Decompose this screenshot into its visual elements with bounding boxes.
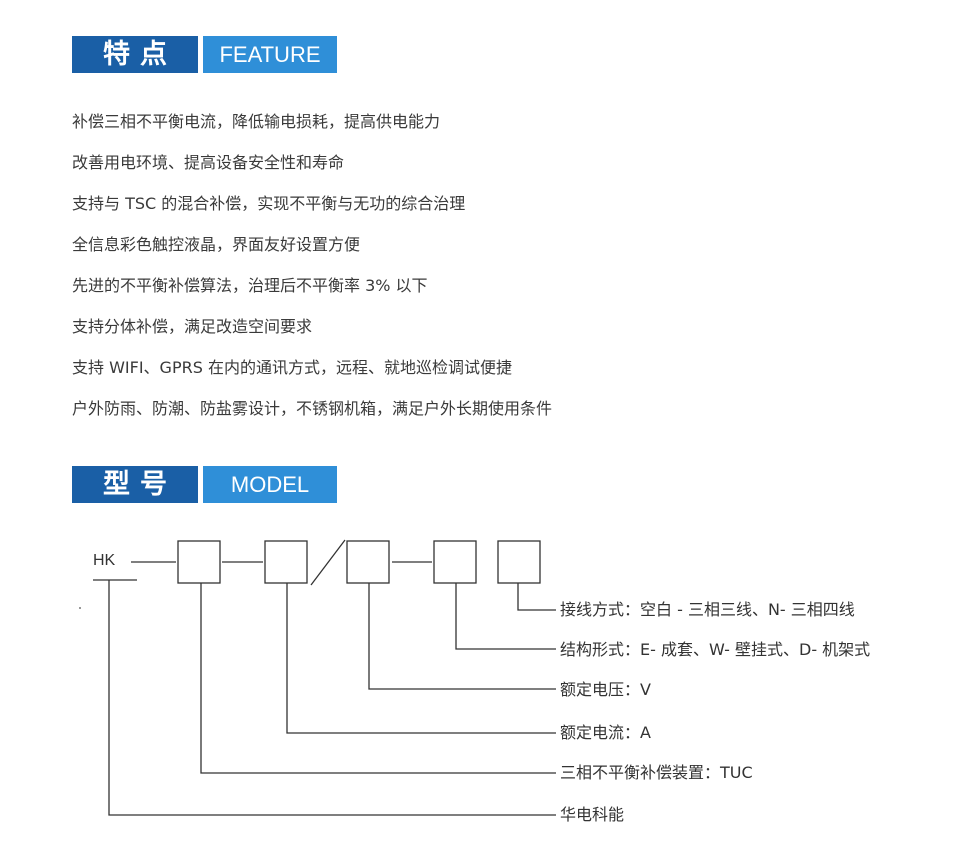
feature-list: 补偿三相不平衡电流，降低输电损耗，提高供电能力 改善用电环境、提高设备安全性和寿… xyxy=(72,108,552,436)
feature-item: 支持 WIFI、GPRS 在内的通讯方式，远程、就地巡检调试便捷 xyxy=(72,358,512,377)
leader-brand xyxy=(108,580,556,816)
feature-item: 户外防雨、防潮、防盐雾设计，不锈钢机箱，满足户外长期使用条件 xyxy=(72,399,553,418)
leader-current xyxy=(286,583,556,734)
leader-structure xyxy=(455,583,556,650)
label-structure: 结构形式：E- 成套、W- 壁挂式、D- 机架式 xyxy=(560,640,871,659)
stray-dot xyxy=(79,607,81,609)
model-title-cn: 型号 xyxy=(72,466,198,503)
connector-slash xyxy=(310,539,346,586)
feature-item: 先进的不平衡补偿算法，治理后不平衡率 3% 以下 xyxy=(72,276,428,295)
label-voltage: 额定电压：V xyxy=(560,680,651,699)
feature-item: 支持分体补偿，满足改造空间要求 xyxy=(72,317,313,336)
feature-item: 支持与 TSC 的混合补偿，实现不平衡与无功的综合治理 xyxy=(72,194,466,213)
feature-title-cn: 特点 xyxy=(72,36,198,73)
model-code-lines xyxy=(93,539,556,816)
code-box-wiring xyxy=(497,540,541,584)
code-box-voltage xyxy=(346,540,390,584)
feature-item: 全信息彩色触控液晶，界面友好设置方便 xyxy=(72,235,361,254)
label-current: 额定电流：A xyxy=(560,723,651,742)
label-wiring: 接线方式：空白 - 三相三线、N- 三相四线 xyxy=(560,600,855,619)
code-box-type xyxy=(177,540,221,584)
feature-title-en: FEATURE xyxy=(203,36,337,73)
code-box-current xyxy=(264,540,308,584)
leader-wiring xyxy=(517,583,556,611)
code-box-structure xyxy=(433,540,477,584)
leader-type xyxy=(200,583,556,774)
feature-item: 补偿三相不平衡电流，降低输电损耗，提高供电能力 xyxy=(72,112,441,131)
label-type: 三相不平衡补偿装置：TUC xyxy=(560,763,753,782)
model-prefix: HK xyxy=(93,552,116,569)
feature-item: 改善用电环境、提高设备安全性和寿命 xyxy=(72,153,345,172)
label-brand: 华电科能 xyxy=(560,805,625,824)
model-title-en: MODEL xyxy=(203,466,337,503)
model-code-diagram: HK 接线方式：空白 - 三相三线、N- 三相四线 结构形式：E- 成套、W- … xyxy=(0,530,966,840)
leader-voltage xyxy=(368,583,556,690)
